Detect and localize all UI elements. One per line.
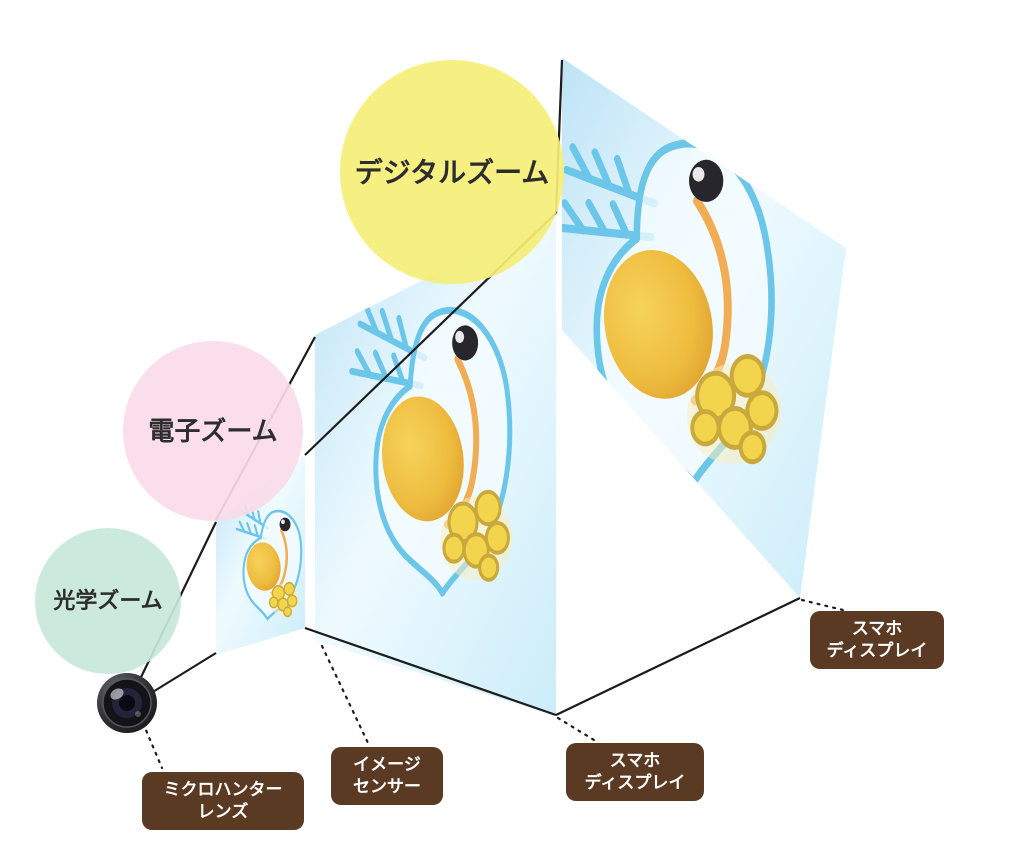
dotted-connector-line <box>320 644 370 745</box>
optical-zoom-circle <box>35 528 181 674</box>
digital-zoom-label: デジタルズーム <box>355 156 550 189</box>
projection-line <box>304 626 557 717</box>
component-label-image-sensor: イメージ センサー <box>331 747 443 805</box>
dotted-connector-line <box>556 716 596 742</box>
component-label-smartphone-display-2: スマホ ディスプレイ <box>810 611 944 669</box>
optical-zoom-label: 光学ズーム <box>52 588 162 614</box>
label-line1: スマホ <box>852 619 903 639</box>
electronic-zoom-label: 電子ズーム <box>148 416 277 447</box>
label-line2: ディスプレイ <box>585 772 686 793</box>
label-line2: レンズ <box>198 801 249 822</box>
label-box <box>142 772 304 830</box>
component-label-smartphone-display-1: スマホ ディスプレイ <box>566 743 704 801</box>
label-line1: イメージ <box>353 755 421 775</box>
label-line1: スマホ <box>610 751 661 771</box>
digital-zoom-circle <box>340 60 564 284</box>
label-box <box>810 611 944 669</box>
label-box <box>566 743 704 801</box>
projection-line <box>555 597 801 716</box>
camera-lens-icon <box>97 673 157 733</box>
label-box <box>331 747 443 805</box>
dotted-connector-line <box>800 598 845 612</box>
label-line2: ディスプレイ <box>827 640 928 661</box>
electronic-zoom-circle <box>123 341 303 521</box>
label-line2: センサー <box>353 777 421 797</box>
component-label-micro-hunter-lens: ミクロハンター レンズ <box>142 772 304 830</box>
label-line1: ミクロハンター <box>164 780 283 800</box>
